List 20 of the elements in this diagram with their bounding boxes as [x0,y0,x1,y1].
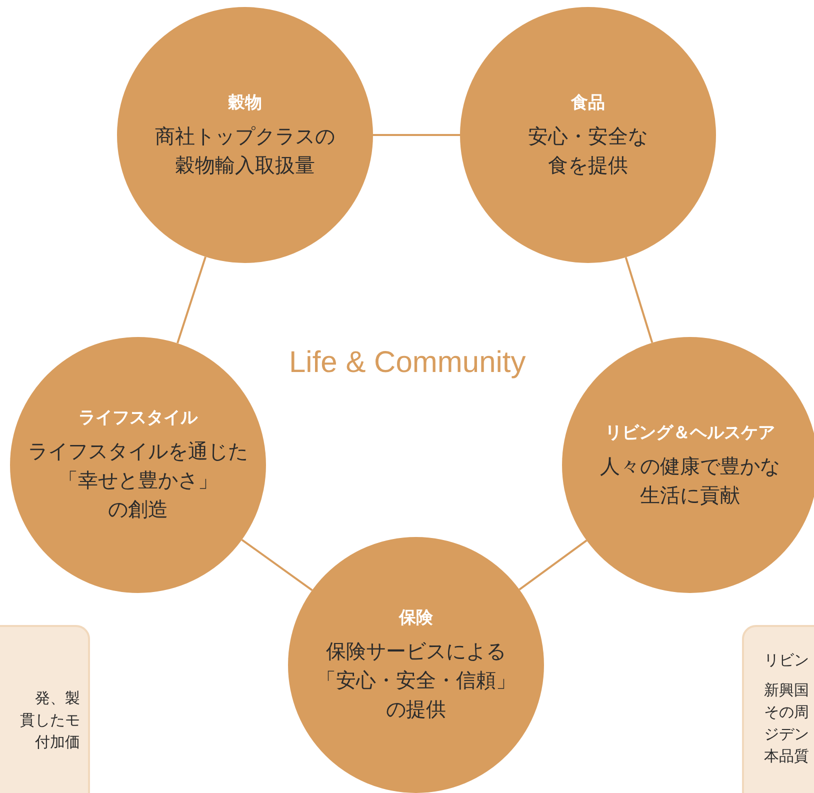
connector-line [373,134,460,136]
node-heading: 保険 [399,607,433,629]
node-text: ライフスタイルを通じた「幸せと豊かさ」の創造 [28,438,248,523]
connector-line [176,256,206,344]
node-heading: リビング＆ヘルスケア [605,422,775,444]
card-text: 新興国その周ジデン本品質 [764,680,809,767]
connector-line [241,538,313,592]
node-heading: 穀物 [228,92,262,114]
node-text: 保険サービスによる「安心・安全・信頼」の提供 [316,638,516,723]
center-label: Life & Community [289,346,526,380]
card-text: リビン [764,650,809,671]
connector-line [518,540,588,590]
node-text: 安心・安全な食を提供 [528,122,648,178]
node-heading: 食品 [571,92,605,114]
node-heading: ライフスタイル [78,407,198,429]
card-text: 発、製貫したモ付加価 [20,688,80,753]
connector-line [624,257,654,343]
node-text: 商社トップクラスの穀物輸入取扱量 [155,122,335,178]
node-text: 人々の健康で豊かな生活に貢献 [600,452,780,508]
info-card [0,625,90,793]
